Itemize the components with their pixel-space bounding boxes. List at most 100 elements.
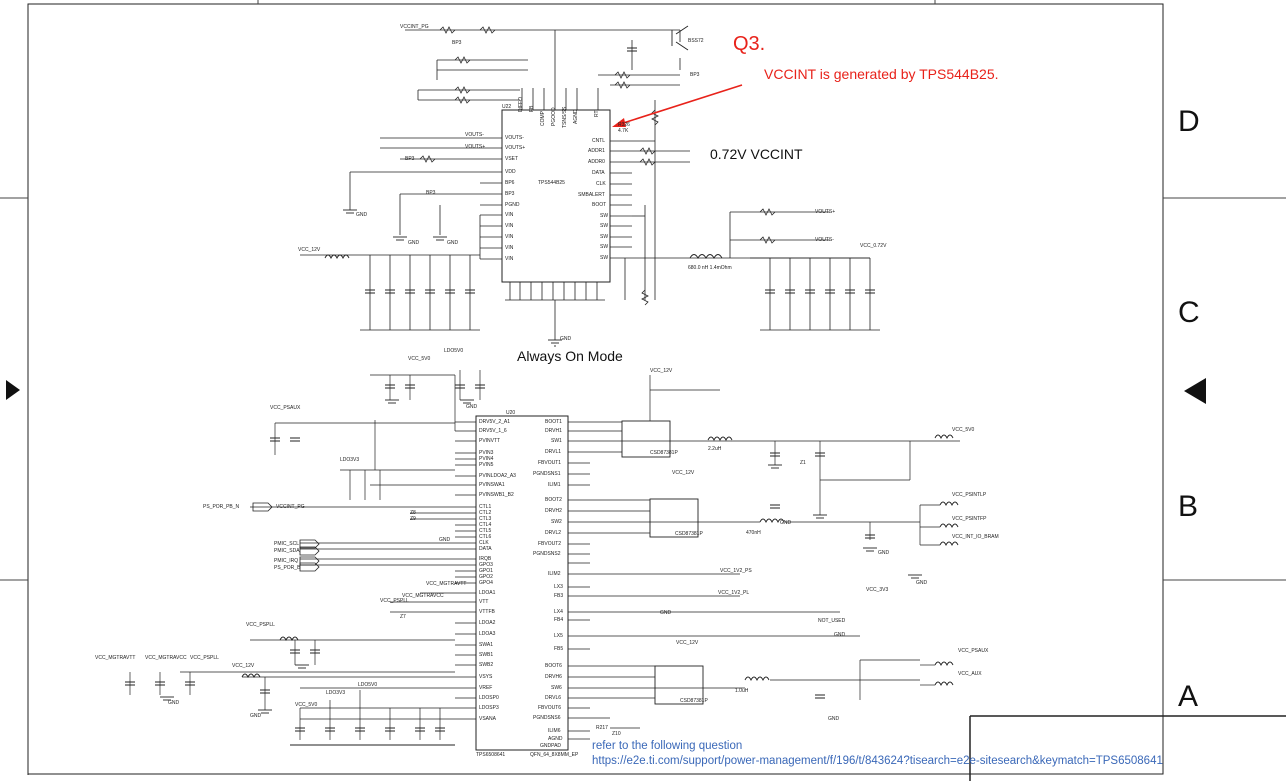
pin-label: LX5 — [554, 633, 563, 639]
net-label: Z9 — [410, 516, 416, 522]
zone-b: B — [1178, 490, 1199, 523]
net-label: VCC_12V — [298, 247, 321, 253]
ic-bottom-ref: U20 — [506, 410, 516, 416]
pin-label: RT — [594, 110, 600, 117]
pin-label: PVINLDOA2_A3 — [479, 473, 516, 479]
net-label: VCC_MGTRAVCC — [402, 593, 444, 599]
ic-top-ref: U22 — [502, 104, 512, 110]
pin-label: FBVOUT2 — [538, 541, 562, 547]
pin-label: DRVL1 — [545, 449, 562, 455]
mode-label: Always On Mode — [517, 348, 623, 364]
net-label: PS_POR_B — [274, 565, 301, 571]
pin-label: FB3 — [554, 593, 564, 599]
pin-label: VIN — [505, 234, 514, 240]
net-label: VCC_1V2_PS — [720, 568, 752, 574]
pin-label: FB4 — [554, 617, 564, 623]
part-label: Z1 — [800, 460, 806, 466]
pin-label: VIN — [505, 212, 514, 218]
pin-label: CTL3 — [479, 516, 492, 522]
net-label: GND — [780, 520, 792, 526]
net-label: VOUTS+ — [815, 209, 836, 215]
net-label: PS_POR_PB_N — [203, 504, 240, 510]
net-label: VCC_MGTRAVTT — [95, 655, 136, 661]
pin-label: FB5 — [554, 646, 564, 652]
net-label: VCCINT_PG — [400, 24, 429, 30]
net-label: GND — [660, 610, 672, 616]
pin-label: VSYS — [479, 674, 493, 680]
net-label: PMIC_SDA — [274, 548, 300, 554]
net-label: VCC_PSPLL — [380, 598, 409, 604]
pin-label: ADDR1 — [588, 148, 605, 154]
part-label: R326 — [618, 122, 630, 128]
net-label: VCC_PSPLL — [190, 655, 219, 661]
pin-label: LDOA2 — [479, 620, 496, 626]
net-label: VCC_PSAUX — [958, 648, 989, 654]
pin-label: PGOOD — [551, 107, 557, 126]
inductor-label: 2.2uH — [708, 446, 722, 452]
net-label: LDO3V3 — [340, 457, 360, 463]
pin-label: GPO4 — [479, 580, 493, 586]
pin-label: GPO3 — [479, 562, 493, 568]
pin-label: BP6 — [505, 180, 515, 186]
net-label: BP3 — [690, 72, 700, 78]
net-label: VCC_MGTRAVCC — [145, 655, 187, 661]
pin-label: VIN — [505, 223, 514, 229]
net-label: PMIC_SCL — [274, 541, 300, 547]
net-label: GND — [878, 550, 890, 556]
pin-label: PVINSWB1_B2 — [479, 492, 514, 498]
pin-label: VOUTS- — [505, 135, 524, 141]
net-label: GND — [250, 713, 262, 719]
part-label: 4.7K — [618, 128, 629, 134]
net-label: GND — [466, 404, 478, 410]
pin-label: PGNDSNS1 — [533, 471, 561, 477]
pin-label: SWB1 — [479, 652, 494, 658]
pin-label: SWB2 — [479, 662, 494, 668]
inductor-label: 680.0 nH 1.4mOhm — [688, 265, 732, 271]
net-label: VCC_1V2_PL — [718, 590, 750, 596]
pin-label: SW — [600, 244, 609, 250]
net-label: GND — [356, 212, 368, 218]
refer-url-link[interactable]: https://e2e.ti.com/support/power-managem… — [592, 755, 1163, 767]
net-label: GND — [168, 700, 180, 706]
pin-label: COMP — [540, 111, 546, 126]
pin-label: BOOT — [592, 202, 607, 208]
net-label: VCC_12V — [232, 663, 255, 669]
pin-label: DRVH1 — [545, 428, 562, 434]
pin-label: DRVH2 — [545, 508, 562, 514]
fet-label: CSD87381P — [675, 531, 703, 537]
pin-label: FBVOUT6 — [538, 705, 562, 711]
ic-top-name: TPS544B25 — [538, 180, 565, 186]
pin-label: ADDR0 — [588, 159, 605, 165]
net-label: BP3 — [426, 190, 436, 196]
pin-label: SW6 — [551, 685, 562, 691]
question-label: Q3. — [733, 33, 766, 55]
net-label: VCC_AUX — [958, 671, 982, 677]
pin-label: BOOT2 — [545, 497, 562, 503]
net-label: VCC_3V3 — [866, 587, 889, 593]
net-label: VCC_5V0 — [952, 427, 975, 433]
pin-label: GPO1 — [479, 568, 493, 574]
pin-label: LDOA3 — [479, 631, 496, 637]
pin-label: VOUTS+ — [505, 145, 526, 151]
net-label: VCC_0.72V — [860, 243, 887, 249]
pin-label: TSNS/SS — [562, 106, 568, 128]
net-label: GND — [916, 580, 928, 586]
pin-label: DRVH6 — [545, 674, 562, 680]
pin-label: ILIM1 — [548, 482, 561, 488]
question-note: VCCINT is generated by TPS544B25. — [764, 66, 999, 82]
pin-label: FB — [529, 105, 535, 112]
rail-label: 0.72V VCCINT — [710, 146, 803, 162]
ic-bottom-package: QFN_64_8X8MM_EP — [530, 752, 579, 758]
net-label: Z7 — [400, 614, 406, 620]
part-label: BSS72 — [688, 38, 704, 44]
net-label: VCC_12V — [676, 640, 699, 646]
zone-a: A — [1178, 680, 1199, 713]
net-label: GND — [560, 336, 572, 342]
pin-label: VREF — [479, 685, 493, 691]
pin-label: CTL2 — [479, 510, 492, 516]
zone-c: C — [1178, 296, 1200, 329]
net-label: PMIC_IRQ — [274, 558, 299, 564]
pin-label: DRV5V_2_A1 — [479, 419, 511, 425]
pin-label: LX3 — [554, 584, 563, 590]
pin-label: VIN — [505, 256, 514, 262]
